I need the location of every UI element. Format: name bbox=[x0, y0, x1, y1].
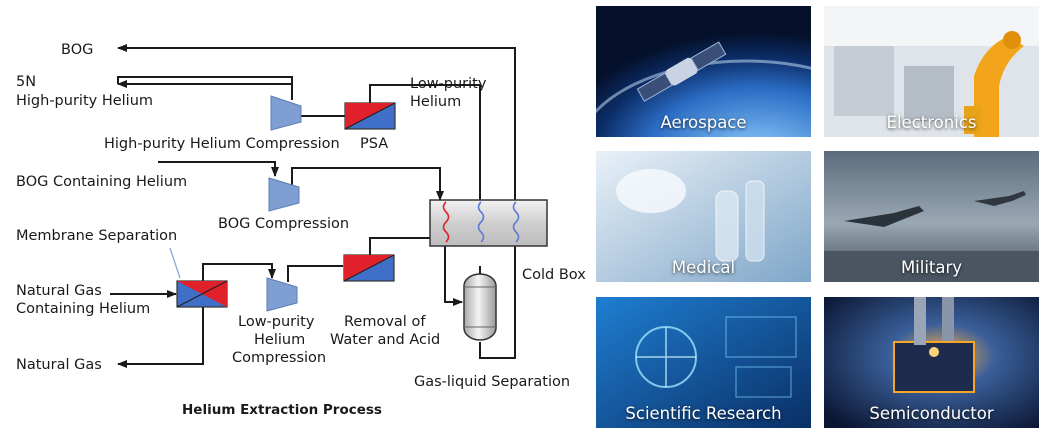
application-tile-scientific-research: Scientific Research bbox=[596, 297, 811, 428]
cold-box bbox=[429, 199, 548, 247]
psa-label: PSA bbox=[360, 136, 388, 152]
compressor-to-removal-line bbox=[287, 265, 343, 282]
application-tile-electronics: Electronics bbox=[824, 6, 1039, 137]
cold-box-coil-red bbox=[442, 201, 450, 243]
natural-gas-outlet-line bbox=[117, 307, 204, 368]
low-purity-helium-label-1: Low-purity bbox=[410, 76, 487, 92]
natural-gas-containing-label-2: Containing Helium bbox=[16, 301, 150, 317]
separator-return-line bbox=[479, 246, 516, 359]
natural-gas-outlet-label: Natural Gas bbox=[16, 357, 102, 373]
application-label: Military bbox=[900, 258, 963, 277]
high-purity-compressor bbox=[270, 95, 302, 131]
bog-containing-helium-label: BOG Containing Helium bbox=[16, 174, 187, 190]
scientific-research-image bbox=[596, 297, 811, 428]
flow-lines bbox=[110, 44, 516, 368]
removal-separator bbox=[343, 254, 395, 282]
coldbox-to-separator-line bbox=[444, 246, 463, 306]
electronics-image bbox=[824, 6, 1039, 137]
high-purity-helium-label: High-purity Helium bbox=[16, 93, 153, 109]
aerospace-image bbox=[596, 6, 811, 137]
natural-gas-containing-label-1: Natural Gas bbox=[16, 283, 102, 299]
application-label: Medical bbox=[671, 258, 736, 277]
membrane-separator bbox=[176, 280, 228, 308]
bog-outlet-label: BOG bbox=[61, 42, 93, 58]
removal-label-1: Removal of bbox=[344, 314, 426, 330]
application-label: Electronics bbox=[886, 113, 977, 132]
bog-compressor-to-coldbox-line bbox=[291, 167, 444, 201]
application-tile-military: Military bbox=[824, 151, 1039, 282]
bog-compression-label: BOG Compression bbox=[218, 216, 349, 232]
bog-outlet-line bbox=[117, 44, 516, 200]
diagram-caption: Helium Extraction Process bbox=[182, 402, 382, 418]
low-purity-to-psa-line bbox=[369, 84, 481, 200]
removal-label-2: Water and Acid bbox=[330, 332, 440, 348]
psa-separator bbox=[344, 102, 396, 130]
membrane-separation-label: Membrane Separation bbox=[16, 228, 177, 244]
application-tile-semiconductor: Semiconductor bbox=[824, 297, 1039, 428]
helium-extraction-diagram: BOG 5N High-purity Helium Low-purity Hel… bbox=[16, 42, 586, 418]
cold-box-coil-blue-2 bbox=[512, 201, 520, 243]
membrane-to-compressor-line bbox=[202, 263, 276, 281]
bog-compressor bbox=[268, 177, 300, 212]
gas-liquid-separation-label: Gas-liquid Separation bbox=[414, 374, 570, 390]
application-tile-aerospace: Aerospace bbox=[596, 6, 811, 137]
application-label: Aerospace bbox=[660, 113, 747, 132]
low-purity-compression-label-2: Helium bbox=[254, 332, 305, 348]
low-purity-compression-label-1: Low-purity bbox=[238, 314, 315, 330]
application-label: Scientific Research bbox=[625, 404, 782, 423]
gas-liquid-separator-vessel bbox=[463, 266, 497, 341]
high-purity-compression-label: High-purity Helium Compression bbox=[104, 136, 340, 152]
cold-box-coil-blue-1 bbox=[477, 201, 485, 243]
medical-image bbox=[596, 151, 811, 282]
application-tile-medical: Medical bbox=[596, 151, 811, 282]
military-image bbox=[824, 151, 1039, 282]
bog-containing-inlet-line bbox=[158, 161, 279, 177]
low-purity-compressor bbox=[266, 277, 298, 312]
low-purity-compression-label-3: Compression bbox=[232, 350, 326, 366]
application-label: Semiconductor bbox=[869, 404, 994, 423]
semiconductor-image bbox=[824, 297, 1039, 428]
low-purity-helium-label-2: Helium bbox=[410, 94, 461, 110]
cold-box-label: Cold Box bbox=[522, 267, 586, 283]
membrane-pointer-line bbox=[169, 247, 181, 279]
high-purity-5n-label: 5N bbox=[16, 74, 36, 90]
